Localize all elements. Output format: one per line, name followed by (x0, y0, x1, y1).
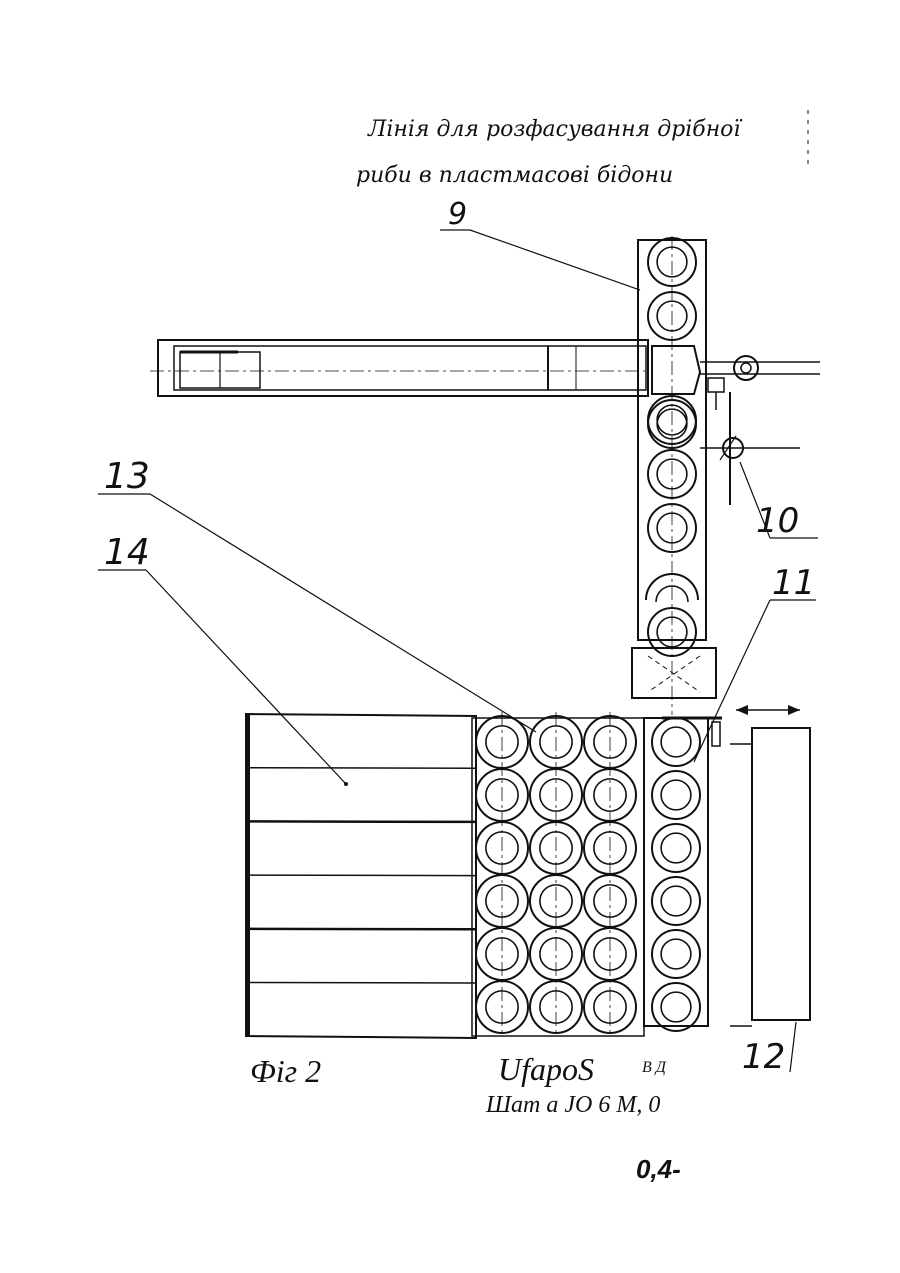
callout-13: 13 (104, 456, 150, 497)
stack-bands (248, 768, 476, 983)
column-can (652, 771, 700, 819)
stack-band-line (248, 929, 476, 930)
stack-band-line (248, 875, 476, 876)
horizontal-feeder (150, 340, 650, 396)
pusher-unit (736, 705, 810, 1020)
figure-label: Фіг 2 (250, 1053, 321, 1089)
column-can (652, 877, 700, 925)
stack-band-line (248, 983, 476, 984)
arrow-left-icon (736, 705, 748, 715)
column-can (652, 930, 700, 978)
callout-9: 9 (448, 197, 467, 232)
author-line-2: Шат а ЈО 6 М, 0 (485, 1092, 660, 1118)
stack-band-line (248, 821, 476, 822)
tray-cans (476, 712, 636, 1033)
stack-band-line (248, 768, 476, 769)
drive-mechanism (700, 356, 820, 505)
can-tray (472, 712, 644, 1036)
column-can (652, 824, 700, 872)
vertical-conveyor (632, 236, 716, 715)
callout-11: 11 (772, 563, 815, 603)
arrow-right-icon (788, 705, 800, 715)
title-line-1: Лінія для розфасування дрібної (367, 117, 743, 142)
leader-lines (98, 230, 818, 1072)
column-can (652, 718, 700, 766)
filling-column (644, 718, 752, 1031)
author-line-1: UfapoS (498, 1051, 594, 1087)
drawing-title: Лінія для розфасування дрібної риби в пл… (356, 110, 808, 188)
page-mark: 0,4- (636, 1154, 681, 1184)
title-line-2: риби в пластмасові бідони (356, 163, 673, 188)
callout-10: 10 (756, 501, 799, 541)
author-line-1-suffix: В Д (642, 1059, 667, 1076)
callout-14: 14 (104, 532, 150, 573)
board-stack (246, 714, 476, 1038)
callout-12: 12 (742, 1037, 785, 1077)
column-can (652, 983, 700, 1031)
column-cans (652, 718, 700, 1031)
